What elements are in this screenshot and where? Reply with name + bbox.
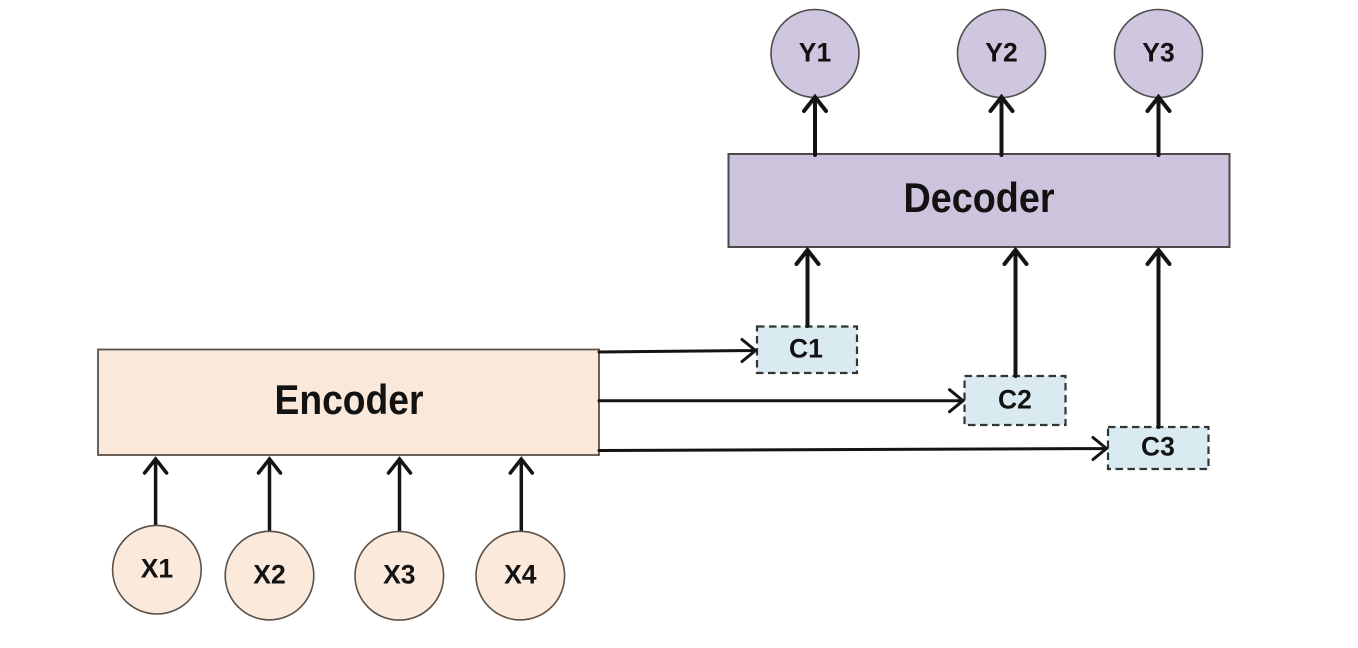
- svg-text:C3: C3: [1141, 432, 1175, 462]
- svg-text:Y2: Y2: [985, 38, 1017, 68]
- svg-text:X3: X3: [383, 560, 415, 590]
- svg-text:Encoder: Encoder: [275, 376, 424, 423]
- svg-text:X4: X4: [504, 559, 537, 589]
- svg-text:X1: X1: [141, 554, 173, 584]
- svg-text:C1: C1: [789, 334, 823, 364]
- svg-text:Y1: Y1: [799, 38, 831, 68]
- svg-text:X2: X2: [253, 559, 285, 589]
- svg-text:Decoder: Decoder: [904, 174, 1055, 221]
- svg-text:Y3: Y3: [1142, 38, 1174, 68]
- svg-text:C2: C2: [998, 385, 1032, 415]
